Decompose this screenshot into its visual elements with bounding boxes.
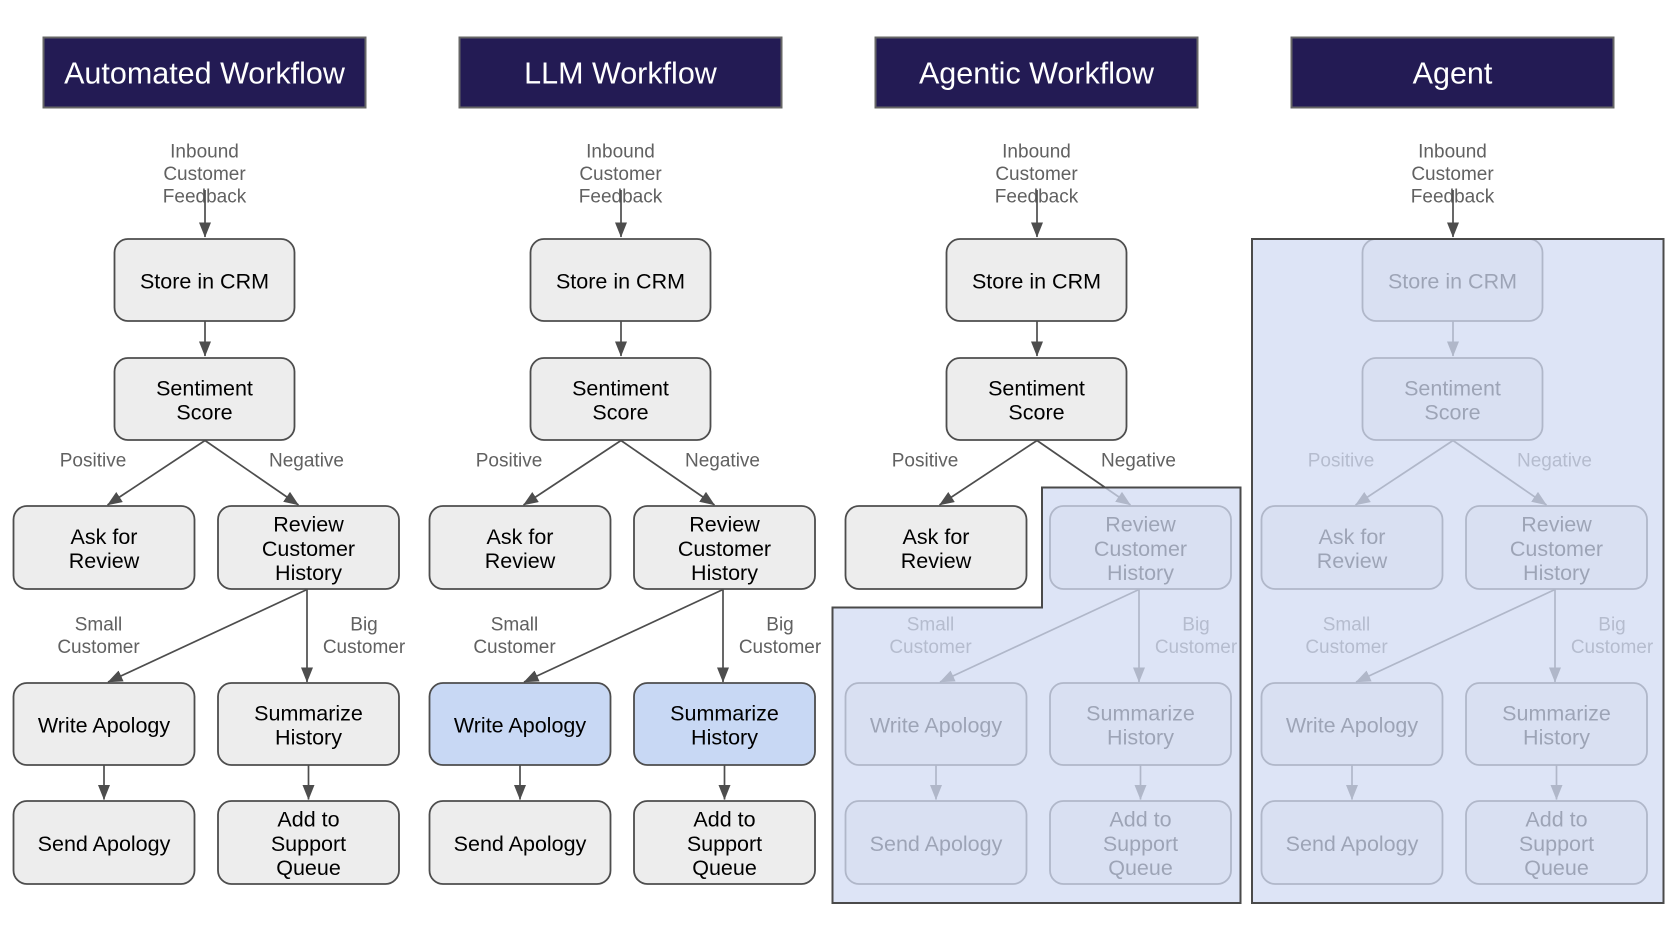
- svg-text:Ask for: Ask for: [903, 525, 970, 549]
- svg-text:Ask for: Ask for: [71, 525, 138, 549]
- svg-text:Support: Support: [271, 832, 346, 856]
- svg-text:Queue: Queue: [276, 856, 341, 880]
- svg-text:Big: Big: [350, 615, 377, 636]
- svg-text:Big: Big: [766, 615, 793, 636]
- svg-text:Review: Review: [689, 513, 760, 537]
- svg-text:Inbound: Inbound: [1418, 142, 1487, 163]
- svg-text:Small: Small: [491, 615, 539, 636]
- svg-text:Store in CRM: Store in CRM: [140, 269, 269, 293]
- svg-text:Add to: Add to: [277, 808, 339, 832]
- svg-text:Queue: Queue: [692, 856, 757, 880]
- svg-text:Store in CRM: Store in CRM: [556, 269, 685, 293]
- svg-text:Negative: Negative: [685, 451, 760, 472]
- svg-text:Negative: Negative: [1101, 451, 1176, 472]
- svg-text:Review: Review: [273, 513, 344, 537]
- svg-text:LLM Workflow: LLM Workflow: [524, 57, 718, 91]
- svg-text:Review: Review: [69, 549, 140, 573]
- svg-text:Score: Score: [176, 401, 232, 425]
- svg-text:Sentiment: Sentiment: [572, 376, 669, 400]
- svg-text:Positive: Positive: [60, 451, 127, 472]
- svg-text:Send Apology: Send Apology: [454, 832, 587, 856]
- svg-text:History: History: [691, 726, 758, 750]
- svg-text:Review: Review: [901, 549, 972, 573]
- svg-text:Customer: Customer: [1411, 164, 1494, 185]
- svg-text:Sentiment: Sentiment: [156, 376, 253, 400]
- svg-text:History: History: [275, 726, 342, 750]
- svg-text:Customer: Customer: [473, 637, 556, 658]
- svg-text:Ask for: Ask for: [487, 525, 554, 549]
- svg-text:Add to: Add to: [693, 808, 755, 832]
- svg-text:Small: Small: [75, 615, 123, 636]
- svg-text:Summarize: Summarize: [254, 701, 363, 725]
- svg-text:Inbound: Inbound: [170, 142, 239, 163]
- svg-text:Negative: Negative: [269, 451, 344, 472]
- svg-text:Summarize: Summarize: [670, 701, 779, 725]
- svg-text:Store in CRM: Store in CRM: [972, 269, 1101, 293]
- svg-text:Customer: Customer: [678, 537, 771, 561]
- svg-text:Customer: Customer: [995, 164, 1078, 185]
- svg-text:Automated Workflow: Automated Workflow: [64, 57, 346, 91]
- svg-text:Inbound: Inbound: [1002, 142, 1071, 163]
- svg-text:Agentic Workflow: Agentic Workflow: [919, 57, 1155, 91]
- svg-text:Score: Score: [592, 401, 648, 425]
- svg-text:Customer: Customer: [57, 637, 140, 658]
- svg-text:Customer: Customer: [739, 637, 822, 658]
- svg-text:Customer: Customer: [262, 537, 355, 561]
- svg-text:Send Apology: Send Apology: [38, 832, 171, 856]
- svg-text:Review: Review: [485, 549, 556, 573]
- svg-text:Support: Support: [687, 832, 762, 856]
- svg-text:Customer: Customer: [323, 637, 406, 658]
- svg-text:Write Apology: Write Apology: [38, 713, 171, 737]
- svg-text:Positive: Positive: [892, 451, 959, 472]
- svg-text:History: History: [691, 561, 758, 585]
- svg-text:History: History: [275, 561, 342, 585]
- svg-text:Score: Score: [1008, 401, 1064, 425]
- svg-text:Customer: Customer: [579, 164, 662, 185]
- svg-text:Inbound: Inbound: [586, 142, 655, 163]
- svg-text:Customer: Customer: [163, 164, 246, 185]
- svg-text:Agent: Agent: [1413, 57, 1493, 91]
- svg-text:Positive: Positive: [476, 451, 543, 472]
- svg-text:Sentiment: Sentiment: [988, 376, 1085, 400]
- svg-text:Write Apology: Write Apology: [454, 713, 587, 737]
